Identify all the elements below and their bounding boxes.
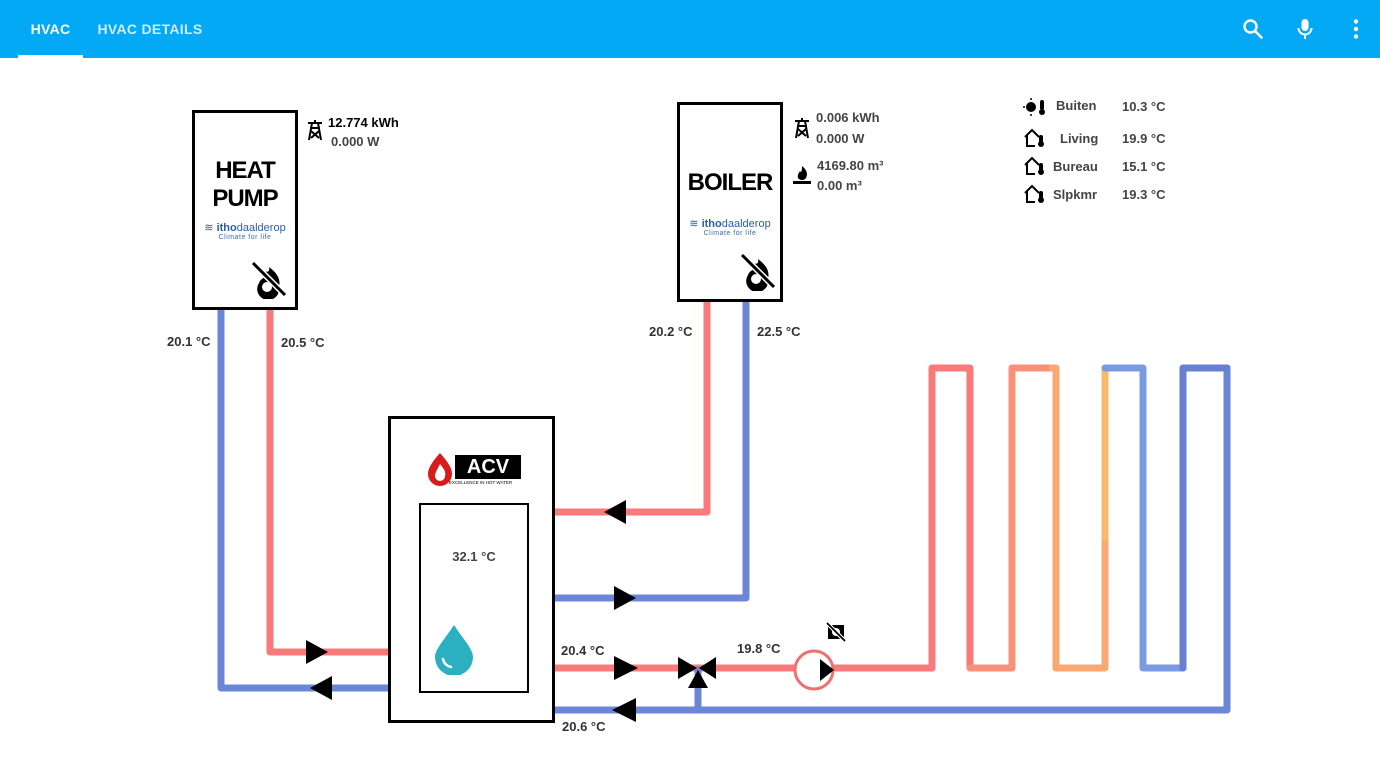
heat-pump-power: 0.000 W [331, 134, 380, 149]
itho-brand2: daalderop [721, 218, 771, 230]
temp-value-bureau: 15.1 °C [1122, 159, 1166, 174]
boiler-power: 0.000 W [816, 131, 865, 146]
temp-name-living: Living [1060, 131, 1099, 146]
tank-inner: 32.1 °C [419, 503, 529, 693]
boiler-energy: 0.006 kWh [816, 110, 880, 125]
power-pylon-icon [308, 120, 322, 141]
temp-name-buiten: Buiten [1056, 98, 1097, 113]
floor-return-pipe [551, 364, 1231, 714]
heat-pump-title-line1: HEAT [215, 157, 276, 184]
temp-value-slpkmr: 19.3 °C [1122, 187, 1166, 202]
boiler-title: BOILER [687, 169, 774, 196]
floor-loop-4 [1101, 364, 1231, 672]
tab-hvac-details[interactable]: HVAC DETAILS [97, 21, 203, 37]
floor-supply-out-temp: 20.4 °C [561, 643, 605, 658]
flow-arrow [306, 640, 328, 664]
heat-pump-return-pipe [217, 306, 392, 692]
home-thermometer-icon [1024, 184, 1044, 203]
home-thermometer-icon [1024, 128, 1044, 147]
pump-off-icon [825, 621, 847, 643]
boiler-supply-temp: 20.2 °C [649, 324, 693, 339]
acv-brand: ACV [455, 455, 521, 479]
itho-brand: itho [216, 222, 237, 234]
boiler-unit[interactable]: BOILER ≋ ithodaalderop Climate for life [677, 102, 783, 302]
floor-mixed-temp: 19.8 °C [737, 641, 781, 656]
itho-brand: itho [701, 218, 722, 230]
itho-logo-mark: ≋ [204, 222, 217, 234]
acv-flame-icon [428, 453, 452, 486]
floor-loop-2 [966, 364, 1056, 672]
temp-value-buiten: 10.3 °C [1122, 99, 1166, 114]
itho-logo-mark: ≋ [689, 218, 702, 230]
boiler-return-temp: 22.5 °C [757, 324, 801, 339]
itho-logo: ≋ ithodaalderop Climate for life [680, 217, 780, 237]
mixing-valve [699, 657, 716, 679]
boiler-gas-current: 0.00 m³ [817, 178, 862, 193]
flow-arrow [604, 500, 626, 524]
water-drop-icon [435, 625, 473, 675]
tank-temperature: 32.1 °C [452, 549, 496, 564]
active-tab-indicator [18, 55, 83, 58]
temp-value-living: 19.9 °C [1122, 131, 1166, 146]
itho-tagline: Climate for life [703, 230, 757, 237]
floor-loop-1 [928, 364, 974, 672]
flame-off-icon [739, 252, 777, 291]
acv-tagline: EXCELLENCE IN HOT WATER [449, 480, 513, 485]
pump-direction-arrow [820, 659, 834, 681]
floor-return-temp: 20.6 °C [562, 719, 606, 734]
flow-arrow [310, 676, 332, 700]
temp-name-slpkmr: Slpkmr [1053, 187, 1098, 202]
flow-arrow [614, 586, 636, 610]
heat-pump-unit[interactable]: HEAT PUMP ≋ ithodaalderop Climate for li… [192, 110, 298, 310]
heat-pump-energy: 12.774 kWh [328, 115, 399, 130]
itho-logo: ≋ ithodaalderop Climate for life [195, 221, 295, 241]
heat-pump-title-line2: PUMP [212, 185, 278, 212]
boiler-gas-total: 4169.80 m³ [817, 158, 884, 173]
hot-water-tank[interactable]: ACV EXCELLENCE IN HOT WATER 32.1 °C [388, 416, 555, 723]
itho-brand2: daalderop [236, 222, 286, 234]
more-vertical-icon[interactable] [1344, 17, 1368, 41]
itho-tagline: Climate for life [218, 234, 272, 241]
gas-flame-icon [793, 166, 811, 184]
power-pylon-icon [795, 118, 809, 139]
outdoor-thermometer-icon [1023, 98, 1045, 116]
search-icon[interactable] [1241, 17, 1265, 41]
tab-hvac[interactable]: HVAC [30, 21, 71, 37]
floor-loop-5 [1179, 364, 1231, 672]
temp-name-bureau: Bureau [1053, 159, 1098, 174]
flame-off-icon [250, 260, 288, 299]
heat-pump-return-temp: 20.1 °C [167, 334, 211, 349]
hvac-diagram: HEAT PUMP ≋ ithodaalderop Climate for li… [0, 58, 1380, 784]
microphone-icon[interactable] [1293, 17, 1317, 41]
heat-pump-supply-pipe [266, 306, 392, 656]
boiler-return-pipe [551, 298, 750, 602]
acv-logo: ACV EXCELLENCE IN HOT WATER [427, 452, 521, 488]
home-thermometer-icon [1024, 156, 1044, 175]
mixing-valve [688, 670, 708, 688]
flow-arrow [614, 656, 638, 680]
floor-loop-3 [1048, 364, 1109, 672]
mixing-valve [678, 657, 697, 679]
pipe-network [217, 298, 1231, 722]
flow-arrow [612, 698, 636, 722]
top-app-bar: HVAC HVAC DETAILS [0, 0, 1380, 58]
heat-pump-supply-temp: 20.5 °C [281, 335, 325, 350]
